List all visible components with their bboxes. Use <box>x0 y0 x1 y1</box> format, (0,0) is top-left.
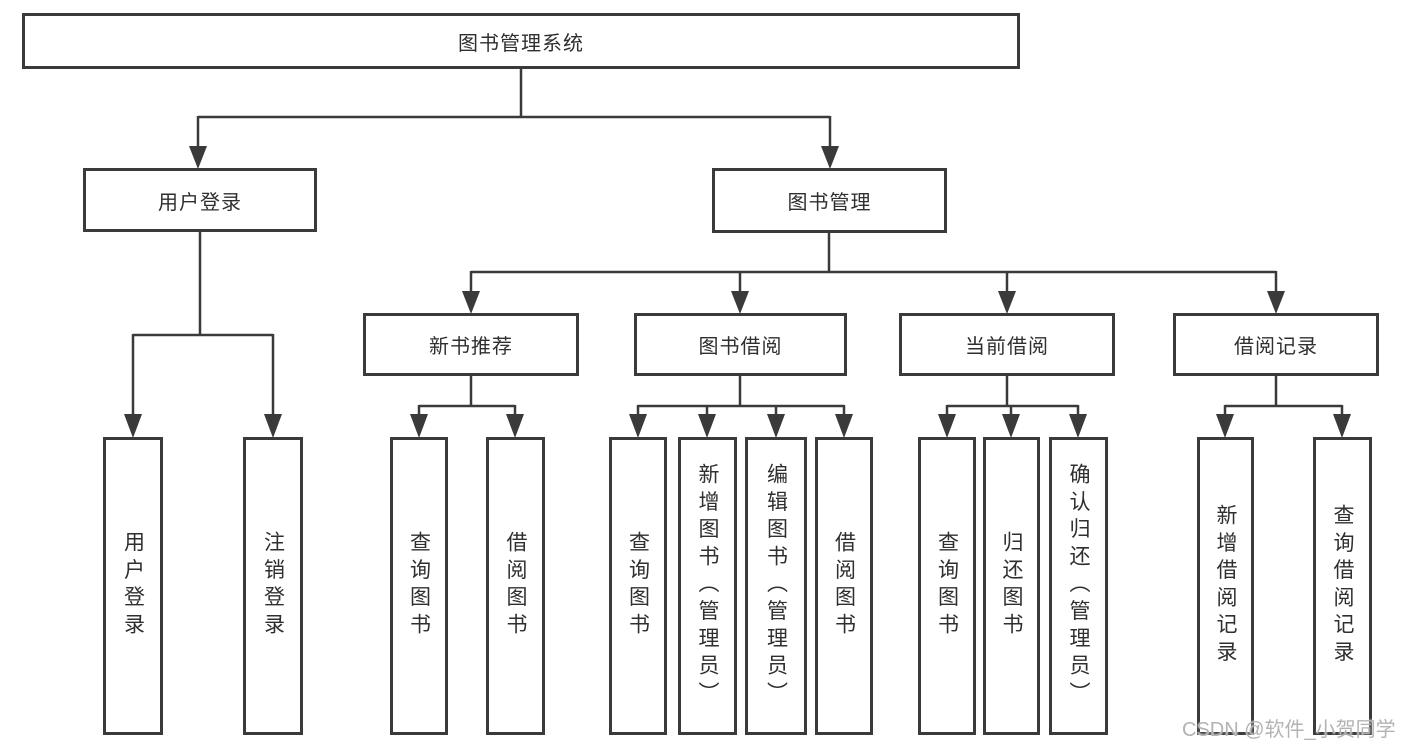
node-borrow-records: 借阅记录 <box>1173 313 1379 376</box>
leaf-return-books: 归还图书 <box>983 437 1040 735</box>
leaf-query-books-borrow: 查询图书 <box>609 437 667 735</box>
leaf-logout: 注销登录 <box>243 437 303 735</box>
leaf-query-borrow-record: 查询借阅记录 <box>1313 437 1372 735</box>
leaf-query-books-current: 查询图书 <box>918 437 976 735</box>
node-book-borrow: 图书借阅 <box>634 313 847 376</box>
leaf-confirm-return-admin: 确认归还（管理员） <box>1049 437 1108 735</box>
node-borrow-records-label: 借阅记录 <box>1234 336 1318 358</box>
node-new-book-recommend: 新书推荐 <box>363 313 579 376</box>
leaf-add-book-admin: 新增图书（管理员） <box>678 437 737 735</box>
leaf-user-login: 用户登录 <box>103 437 163 735</box>
leaf-query-books-recommend: 查询图书 <box>390 437 448 735</box>
node-root-system: 图书管理系统 <box>22 13 1020 69</box>
leaf-add-borrow-record: 新增借阅记录 <box>1197 437 1254 735</box>
node-book-management-label: 图书管理 <box>787 192 872 214</box>
csdn-watermark: CSDN @软件_小贺同学 <box>1182 719 1396 741</box>
leaf-borrow-books: 借阅图书 <box>815 437 873 735</box>
node-book-borrow-label: 图书借阅 <box>698 336 783 358</box>
node-user-login-label: 用户登录 <box>158 191 242 214</box>
node-root-label: 图书管理系统 <box>458 32 584 55</box>
leaf-edit-book-admin: 编辑图书（管理员） <box>745 437 807 735</box>
leaf-borrow-books-recommend: 借阅图书 <box>486 437 545 735</box>
node-new-book-recommend-label: 新书推荐 <box>429 336 513 358</box>
node-current-borrow: 当前借阅 <box>899 313 1115 376</box>
node-user-login-module: 用户登录 <box>83 168 317 232</box>
node-book-management-module: 图书管理 <box>712 168 947 233</box>
node-current-borrow-label: 当前借阅 <box>965 336 1049 358</box>
arrowhead-icons <box>124 146 1351 438</box>
